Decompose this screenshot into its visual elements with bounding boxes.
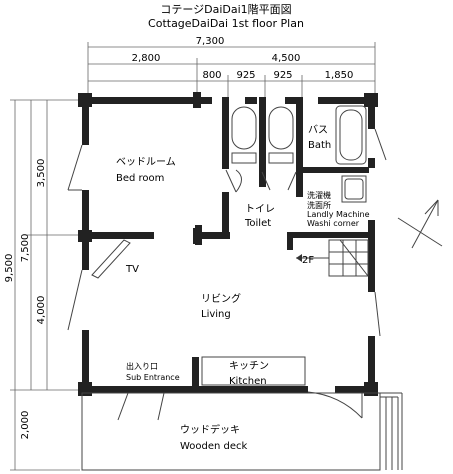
dim-top-left: 2,800: [132, 53, 161, 64]
bedroom-label-en: Bed room: [116, 173, 164, 184]
living-label-jp: リビング: [201, 292, 241, 305]
bath-label-en: Bath: [308, 140, 331, 151]
title-english: CottageDaiDai 1st floor Plan: [148, 17, 304, 30]
deck-label-jp: ウッドデッキ: [180, 423, 240, 436]
dim-top-right: 4,500: [272, 53, 301, 64]
kitchen-label-jp: キッチン: [229, 360, 269, 372]
top-dimensions: 7,300 2,800 4,500 800 925 925 1,850: [87, 36, 376, 100]
deck-label-en: Wooden deck: [180, 441, 248, 452]
tv-fixture: [91, 239, 131, 279]
bath-label-jp: バス: [308, 124, 328, 136]
north-arrow-icon: [397, 199, 443, 249]
wooden-deck: [81, 392, 403, 471]
left-dimensions: 9,500 7,500 3,500 4,000 2,000: [4, 99, 90, 471]
laundry-label-jp-1: 洗濯機: [307, 190, 331, 200]
laundry-fixtures: [341, 175, 367, 203]
dim-left-bed: 3,500: [36, 159, 47, 188]
stairs-fixture: [296, 239, 369, 277]
title-japanese: コテージDaiDai1階平面図: [160, 2, 291, 16]
living-label-en: Living: [201, 309, 231, 320]
dim-sub-1: 800: [202, 70, 221, 81]
dim-left-total: 9,500: [4, 254, 15, 283]
laundry-label-jp-2: 洗面所: [307, 200, 331, 210]
laundry-label-en-2: Washi corner: [307, 219, 360, 228]
dim-sub-2: 925: [236, 70, 255, 81]
dim-sub-3: 925: [273, 70, 292, 81]
dim-top-total: 7,300: [196, 36, 225, 47]
toilet-label-jp: トイレ: [245, 204, 275, 215]
dim-left-upper: 7,500: [20, 234, 31, 263]
bathtub-fixture: [335, 105, 367, 165]
laundry-label-en-1: Landly Machine: [307, 210, 370, 219]
toilet-label-en: Toilet: [244, 218, 271, 229]
tv-label: TV: [125, 264, 139, 275]
dim-left-deck: 2,000: [20, 411, 31, 440]
kitchen-counter: [201, 356, 306, 386]
sub-entrance-label-jp: 出入り口: [126, 361, 158, 371]
dim-sub-4: 1,850: [325, 70, 354, 81]
stairs-label: 2F: [302, 255, 314, 266]
dim-left-living: 4,000: [36, 296, 47, 325]
kitchen-label-en: Kitchen: [229, 376, 267, 387]
sub-entrance-label-en: Sub Entrance: [126, 373, 180, 382]
doors: [67, 128, 387, 421]
toilet-fixtures: [231, 106, 294, 164]
interior-walls: [82, 92, 375, 393]
bedroom-label-jp: ベッドルーム: [116, 156, 176, 168]
